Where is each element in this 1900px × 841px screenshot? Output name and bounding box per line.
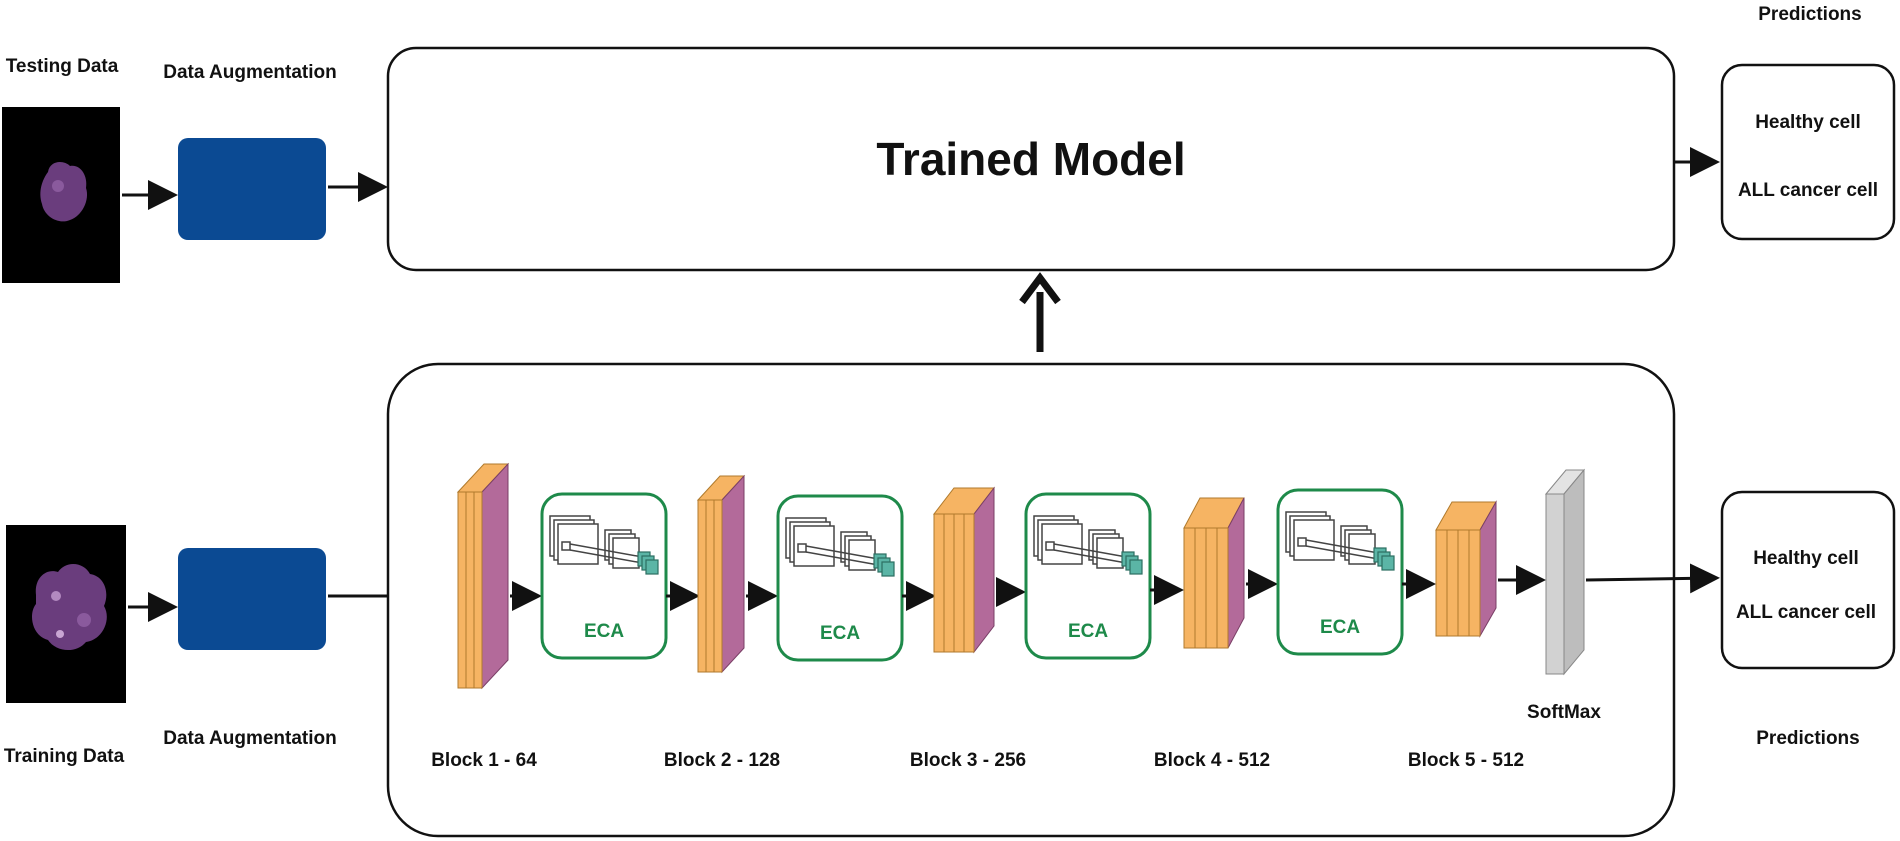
testing-data-label: Testing Data — [6, 56, 119, 77]
block-4-conv — [1183, 497, 1245, 649]
trained-model-box — [386, 46, 1676, 272]
block-2-conv — [696, 474, 746, 674]
softmax-layer — [1544, 468, 1586, 676]
testing-augmentation-label: Data Augmentation — [163, 62, 336, 83]
block-3-conv — [932, 486, 996, 654]
testing-augmentation-block — [178, 138, 326, 240]
eca-label-2: ECA — [820, 623, 860, 644]
block-1-conv — [456, 462, 510, 690]
testing-predictions-title: Predictions — [1758, 4, 1861, 25]
training-cell-image — [6, 525, 126, 703]
eca-module-4: ECA — [1276, 488, 1404, 656]
training-data-label: Training Data — [4, 746, 125, 767]
block-2-label: Block 2 - 128 — [664, 750, 780, 771]
training-predictions-title: Predictions — [1756, 728, 1859, 749]
block-4-label: Block 4 - 512 — [1154, 750, 1270, 771]
block-3-label: Block 3 - 256 — [910, 750, 1026, 771]
arrow-training-to-model-head — [1019, 272, 1061, 305]
block-5-conv — [1435, 500, 1497, 638]
training-prediction-healthy: Healthy cell — [1753, 548, 1859, 569]
eca-module-1: ECA — [540, 492, 668, 660]
trained-model-label: Trained Model — [876, 133, 1185, 185]
eca-module-2: ECA — [776, 494, 904, 662]
training-prediction-cancer: ALL cancer cell — [1736, 602, 1876, 623]
testing-prediction-healthy: Healthy cell — [1755, 112, 1861, 133]
eca-label-3: ECA — [1068, 621, 1108, 642]
training-augmentation-label: Data Augmentation — [163, 728, 336, 749]
training-augmentation-block — [178, 548, 326, 650]
testing-predictions-box — [1720, 63, 1896, 241]
block-1-label: Block 1 - 64 — [431, 750, 537, 771]
softmax-label: SoftMax — [1527, 702, 1601, 723]
testing-cell-image — [2, 107, 120, 283]
testing-prediction-cancer: ALL cancer cell — [1738, 180, 1878, 201]
block-5-label: Block 5 - 512 — [1408, 750, 1524, 771]
arrow-softmax-to-predictions — [1585, 563, 1720, 594]
training-predictions-box — [1720, 490, 1896, 670]
eca-label-4: ECA — [1320, 617, 1360, 638]
eca-label-1: ECA — [584, 621, 624, 642]
eca-module-3: ECA — [1024, 492, 1152, 660]
